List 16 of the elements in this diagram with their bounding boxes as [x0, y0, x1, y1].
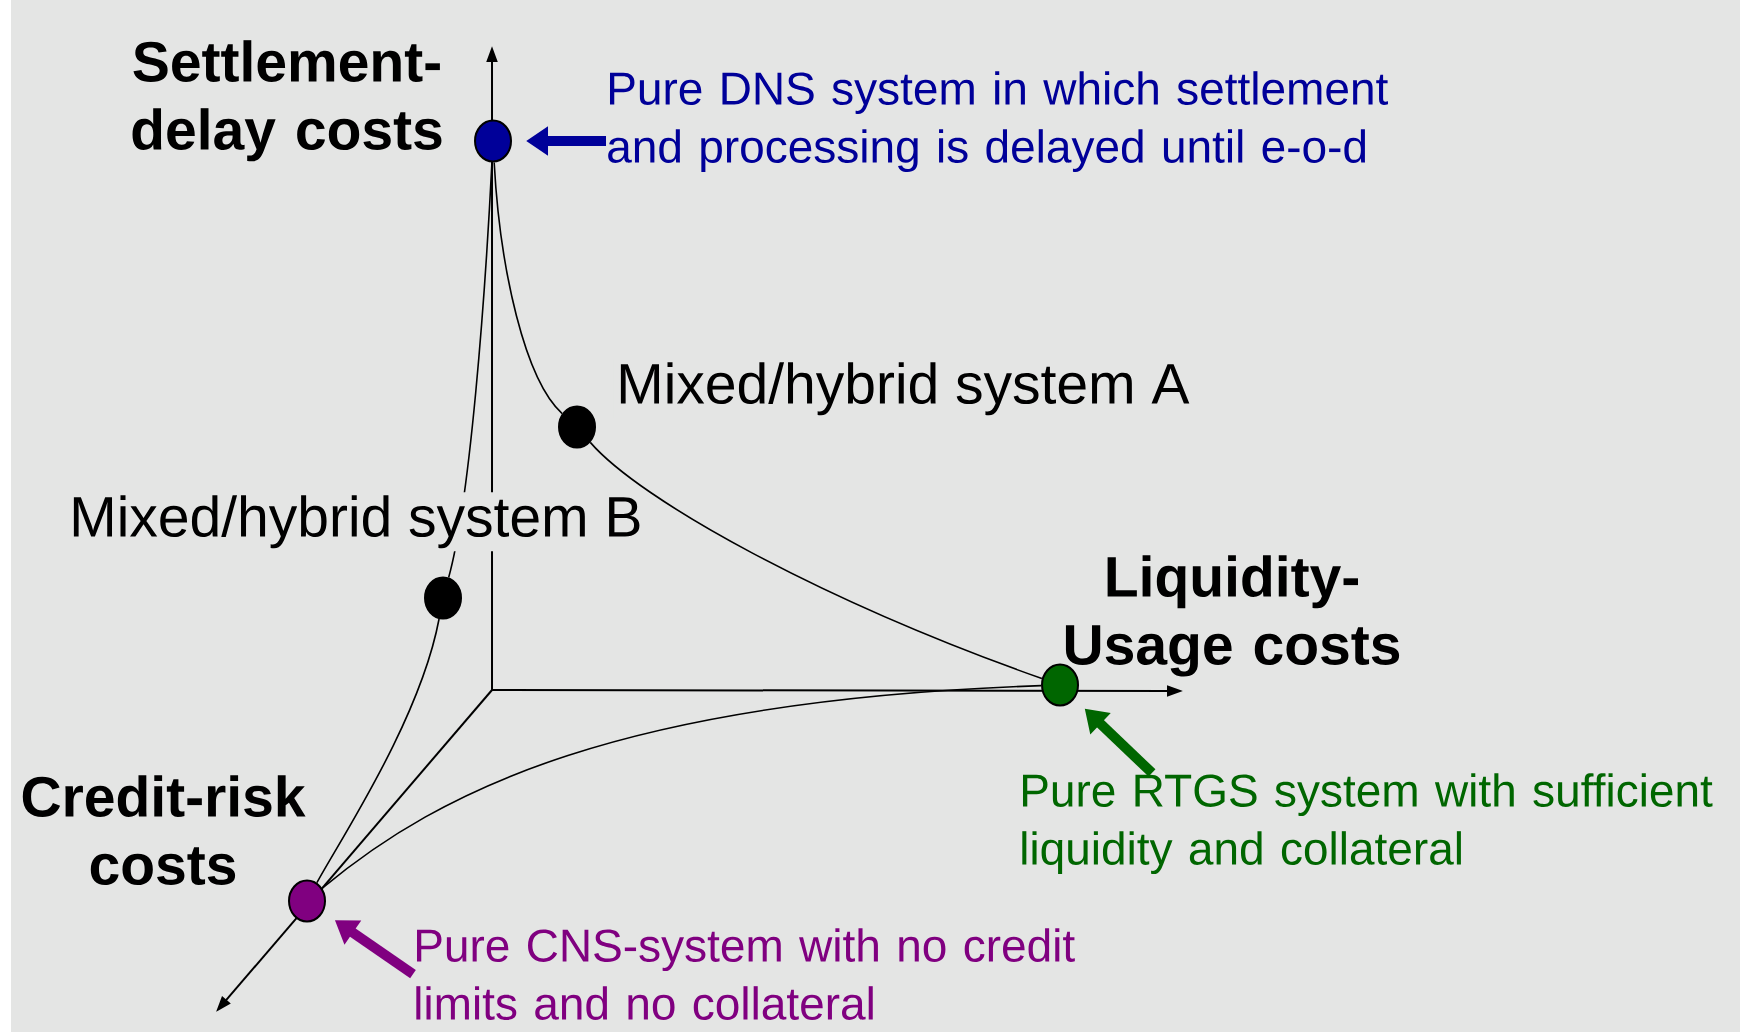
curve-line: [493, 161, 563, 415]
point-label: Mixed/hybrid system A: [613, 359, 1193, 419]
axis-label: Liquidity- Usage costs: [1065, 555, 1400, 677]
curve-line: [316, 618, 440, 884]
annotation-text: Pure RTGS system with sufficient liquidity and collateral: [1022, 773, 1713, 875]
annotation-text: Pure DNS system in which settlement and processing is delayed until e-o-d: [608, 71, 1388, 173]
point-marker: [288, 879, 326, 923]
annotation-text: Pure CNS-system with no credit limits and no collateral: [416, 928, 1075, 1020]
curve-line: [321, 684, 1042, 889]
point-marker: [558, 405, 596, 449]
point-marker: [424, 576, 462, 620]
axis-label: Settlement- delay costs: [132, 40, 442, 162]
point-marker: [474, 119, 512, 163]
point-label: Mixed/hybrid system B: [66, 492, 646, 552]
curve-line: [589, 441, 1043, 680]
axis-label: Credit-risk costs: [22, 775, 306, 886]
